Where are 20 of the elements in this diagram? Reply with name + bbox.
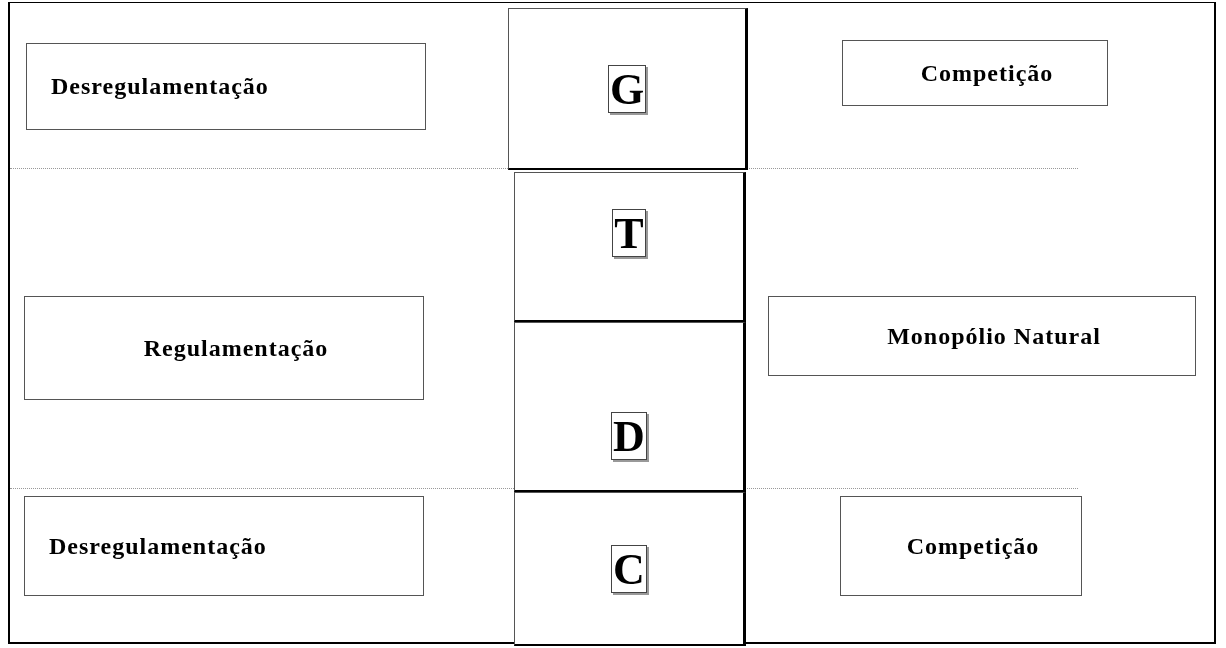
box-label: Regulamentação — [143, 334, 329, 362]
stage-box — [514, 492, 746, 646]
label-box — [24, 296, 424, 400]
stage-box — [514, 172, 746, 322]
stage-letter: D — [611, 412, 647, 460]
stage-letter: C — [611, 544, 647, 593]
label-box — [24, 496, 424, 596]
box-label: Competição — [906, 532, 1040, 560]
stage-letter: T — [612, 209, 646, 257]
label-box — [840, 496, 1082, 596]
label-box — [26, 43, 426, 130]
stage-letter: G — [607, 64, 647, 113]
label-box — [768, 296, 1196, 376]
stage-box — [514, 322, 746, 492]
box-label: Competição — [920, 59, 1054, 87]
box-label: Desregulamentação — [51, 73, 269, 100]
box-label: Desregulamentação — [49, 532, 267, 560]
label-box — [842, 40, 1108, 106]
stage-box — [508, 8, 748, 170]
box-label: Monopólio Natural — [887, 322, 1101, 350]
